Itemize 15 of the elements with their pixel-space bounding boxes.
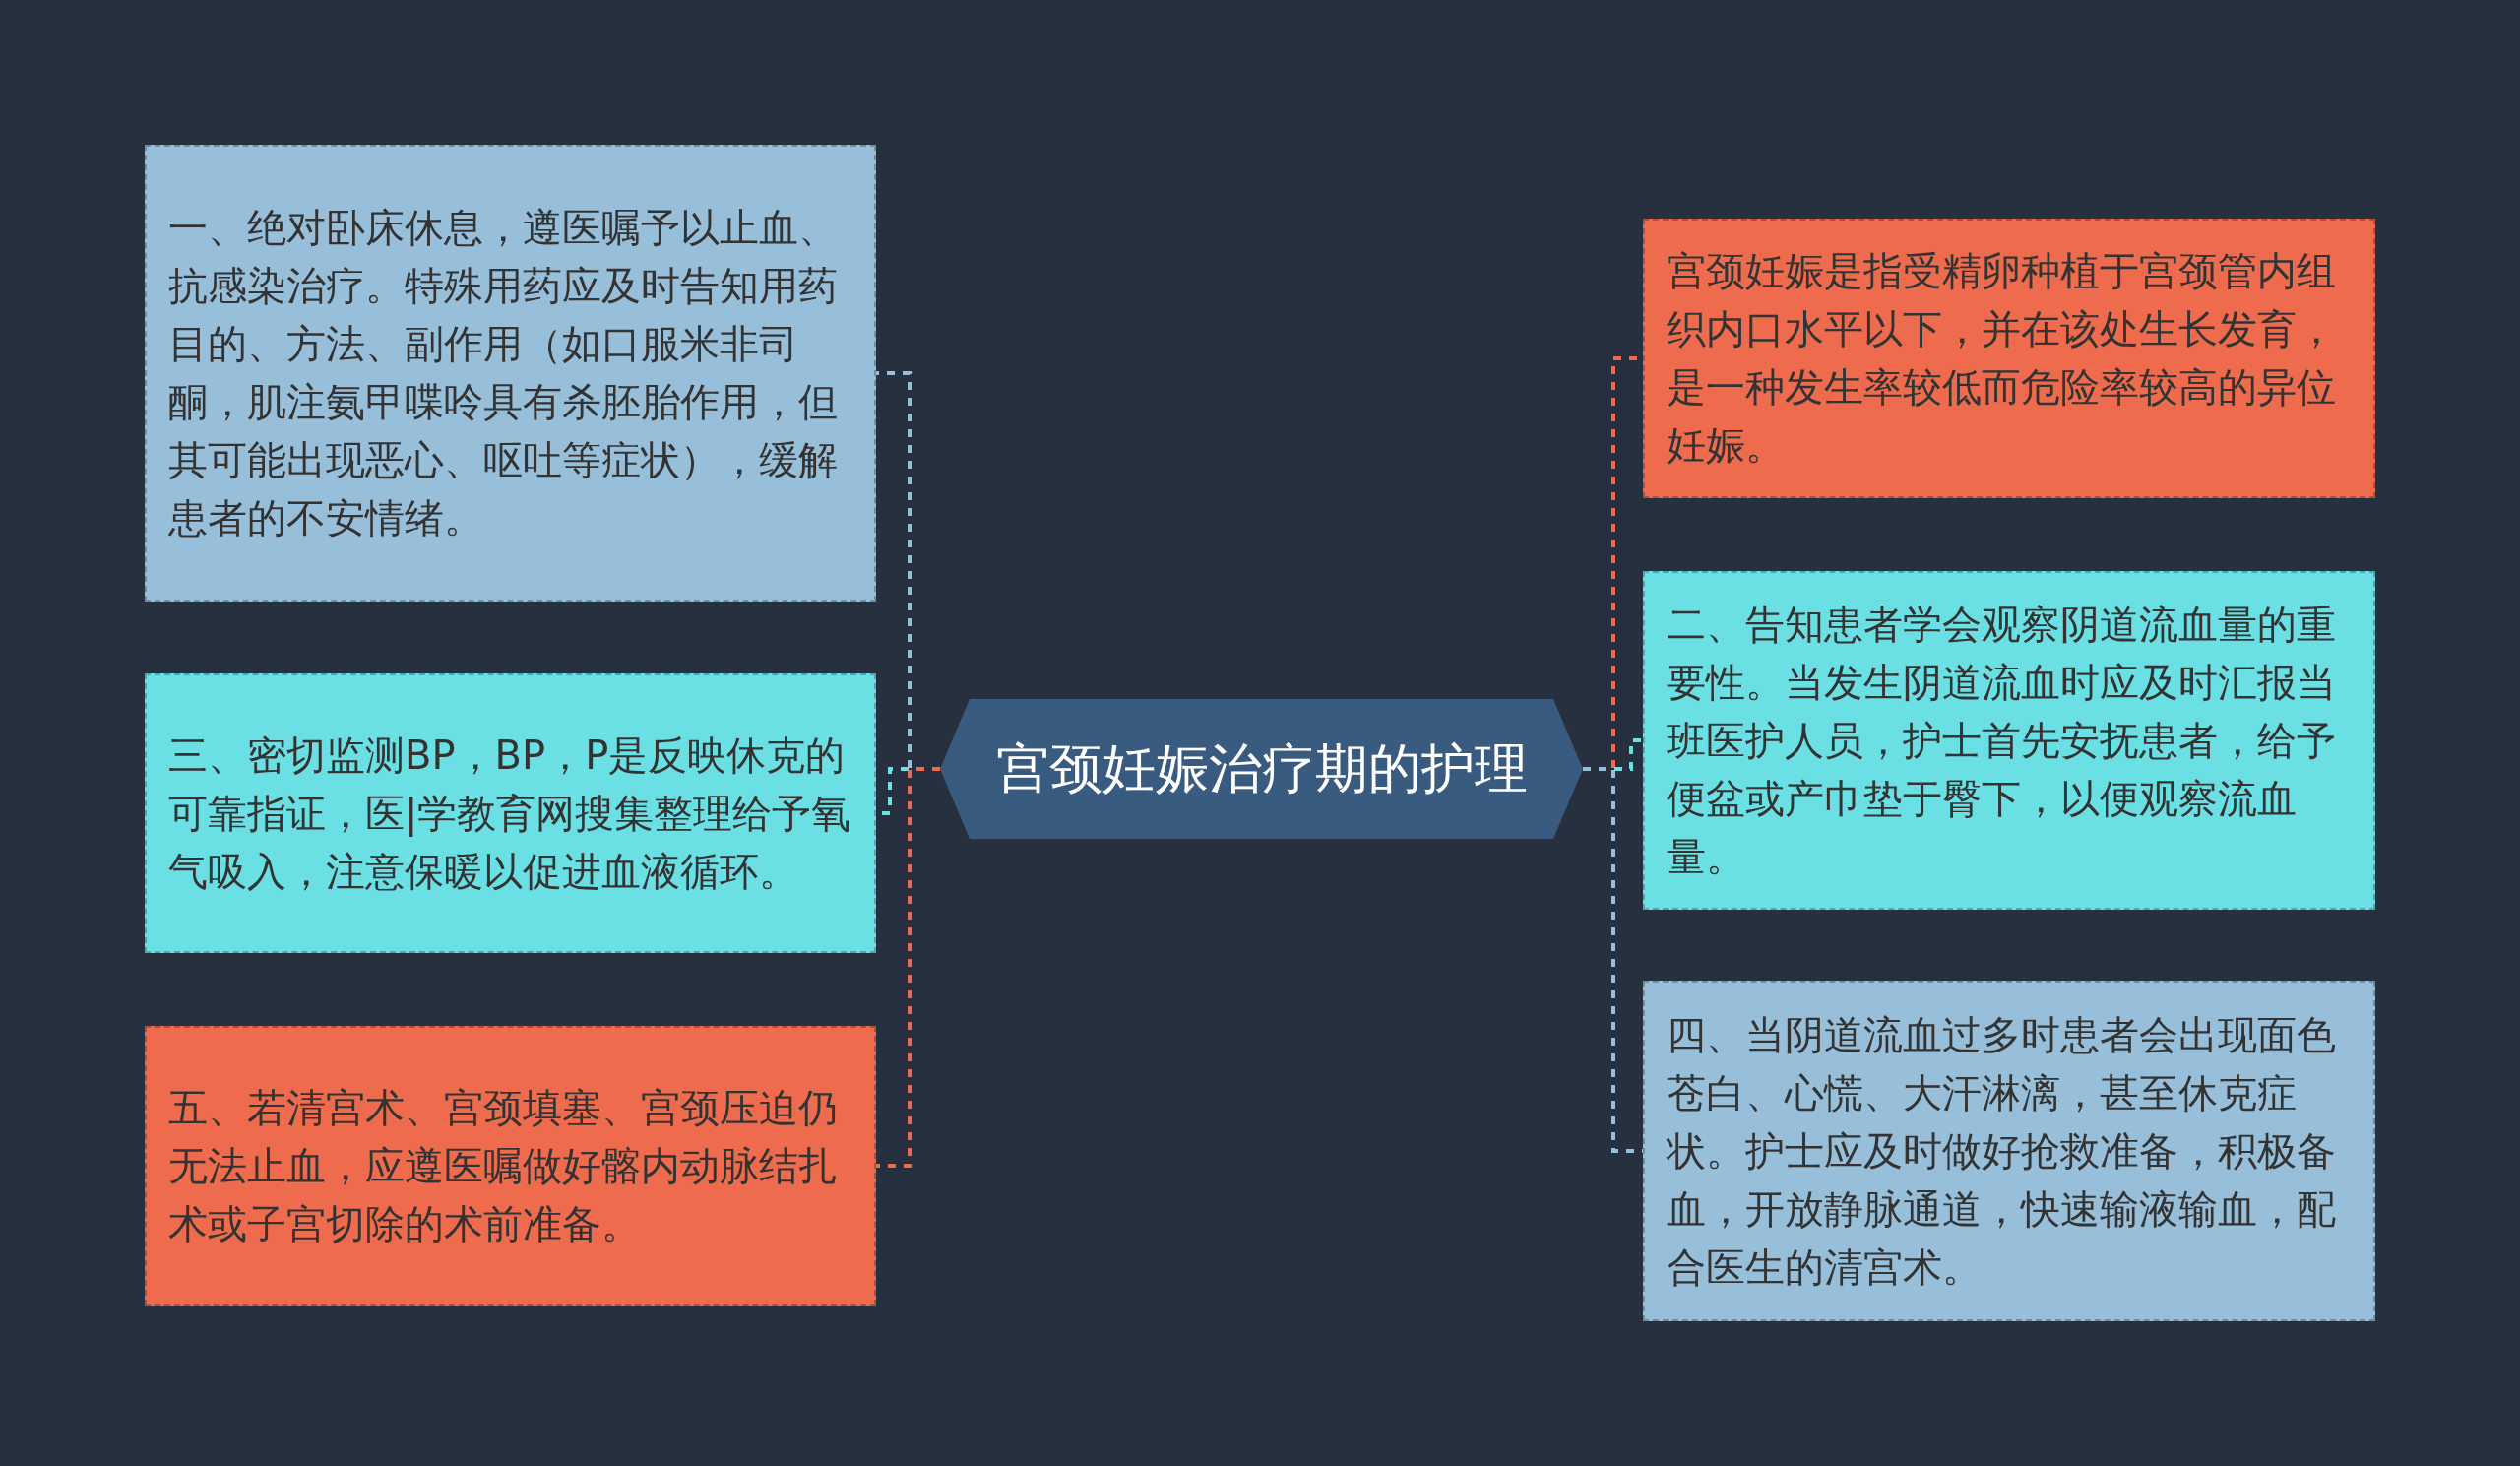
topic-title: 宫颈妊娠治疗期的护理 [995, 736, 1528, 802]
card-text: 五、若清宫术、宫颈填塞、宫颈压迫仍无法止血，应遵医嘱做好髂内动脉结扎术或子宫切除的术前准备。 [168, 1083, 839, 1248]
card-text: 四、当阴道流血过多时患者会出现面色苍白、心慌、大汗淋漓，甚至休克症状。护士应及时做好抢救准备，积极备血，开放静脉通道，快速输液输血，配合医生的清宫术。 [1667, 1010, 2337, 1292]
text-card [1643, 981, 2375, 1321]
text-card [145, 673, 876, 953]
card-text: 三、密切监测BP，BP，P是反映休克的可靠指证，医|学教育网搜集整理给予氧气吸入，注意保暖以促进血液循环。 [168, 731, 852, 896]
connector-line [876, 767, 940, 1168]
topic-hexagon [940, 699, 1583, 839]
card-text: 一、绝对卧床休息，遵医嘱予以止血、抗感染治疗。特殊用药应及时告知用药目的、方法、副作用（如口服米非司酮，肌注氨甲喋呤具有杀胚胎作用，但其可能出现恶心、呕吐等症状），缓解患者的不安情绪。 [168, 204, 839, 542]
card-text: 二、告知患者学会观察阴道流血量的重要性。当发生阴道流血时应及时汇报当班医护人员，护士首先安抚患者，给予便盆或产巾垫于臀下，以便观察流血量。 [1667, 600, 2337, 881]
text-card [145, 1026, 876, 1306]
text-card [145, 145, 876, 602]
text-card [1643, 219, 2375, 498]
text-card [1643, 571, 2375, 910]
card-text: 宫颈妊娠是指受精卵种植于宫颈管内组织内口水平以下，并在该处生长发育，是一种发生率较低而危险率较高的异位妊娠。 [1667, 247, 2337, 470]
